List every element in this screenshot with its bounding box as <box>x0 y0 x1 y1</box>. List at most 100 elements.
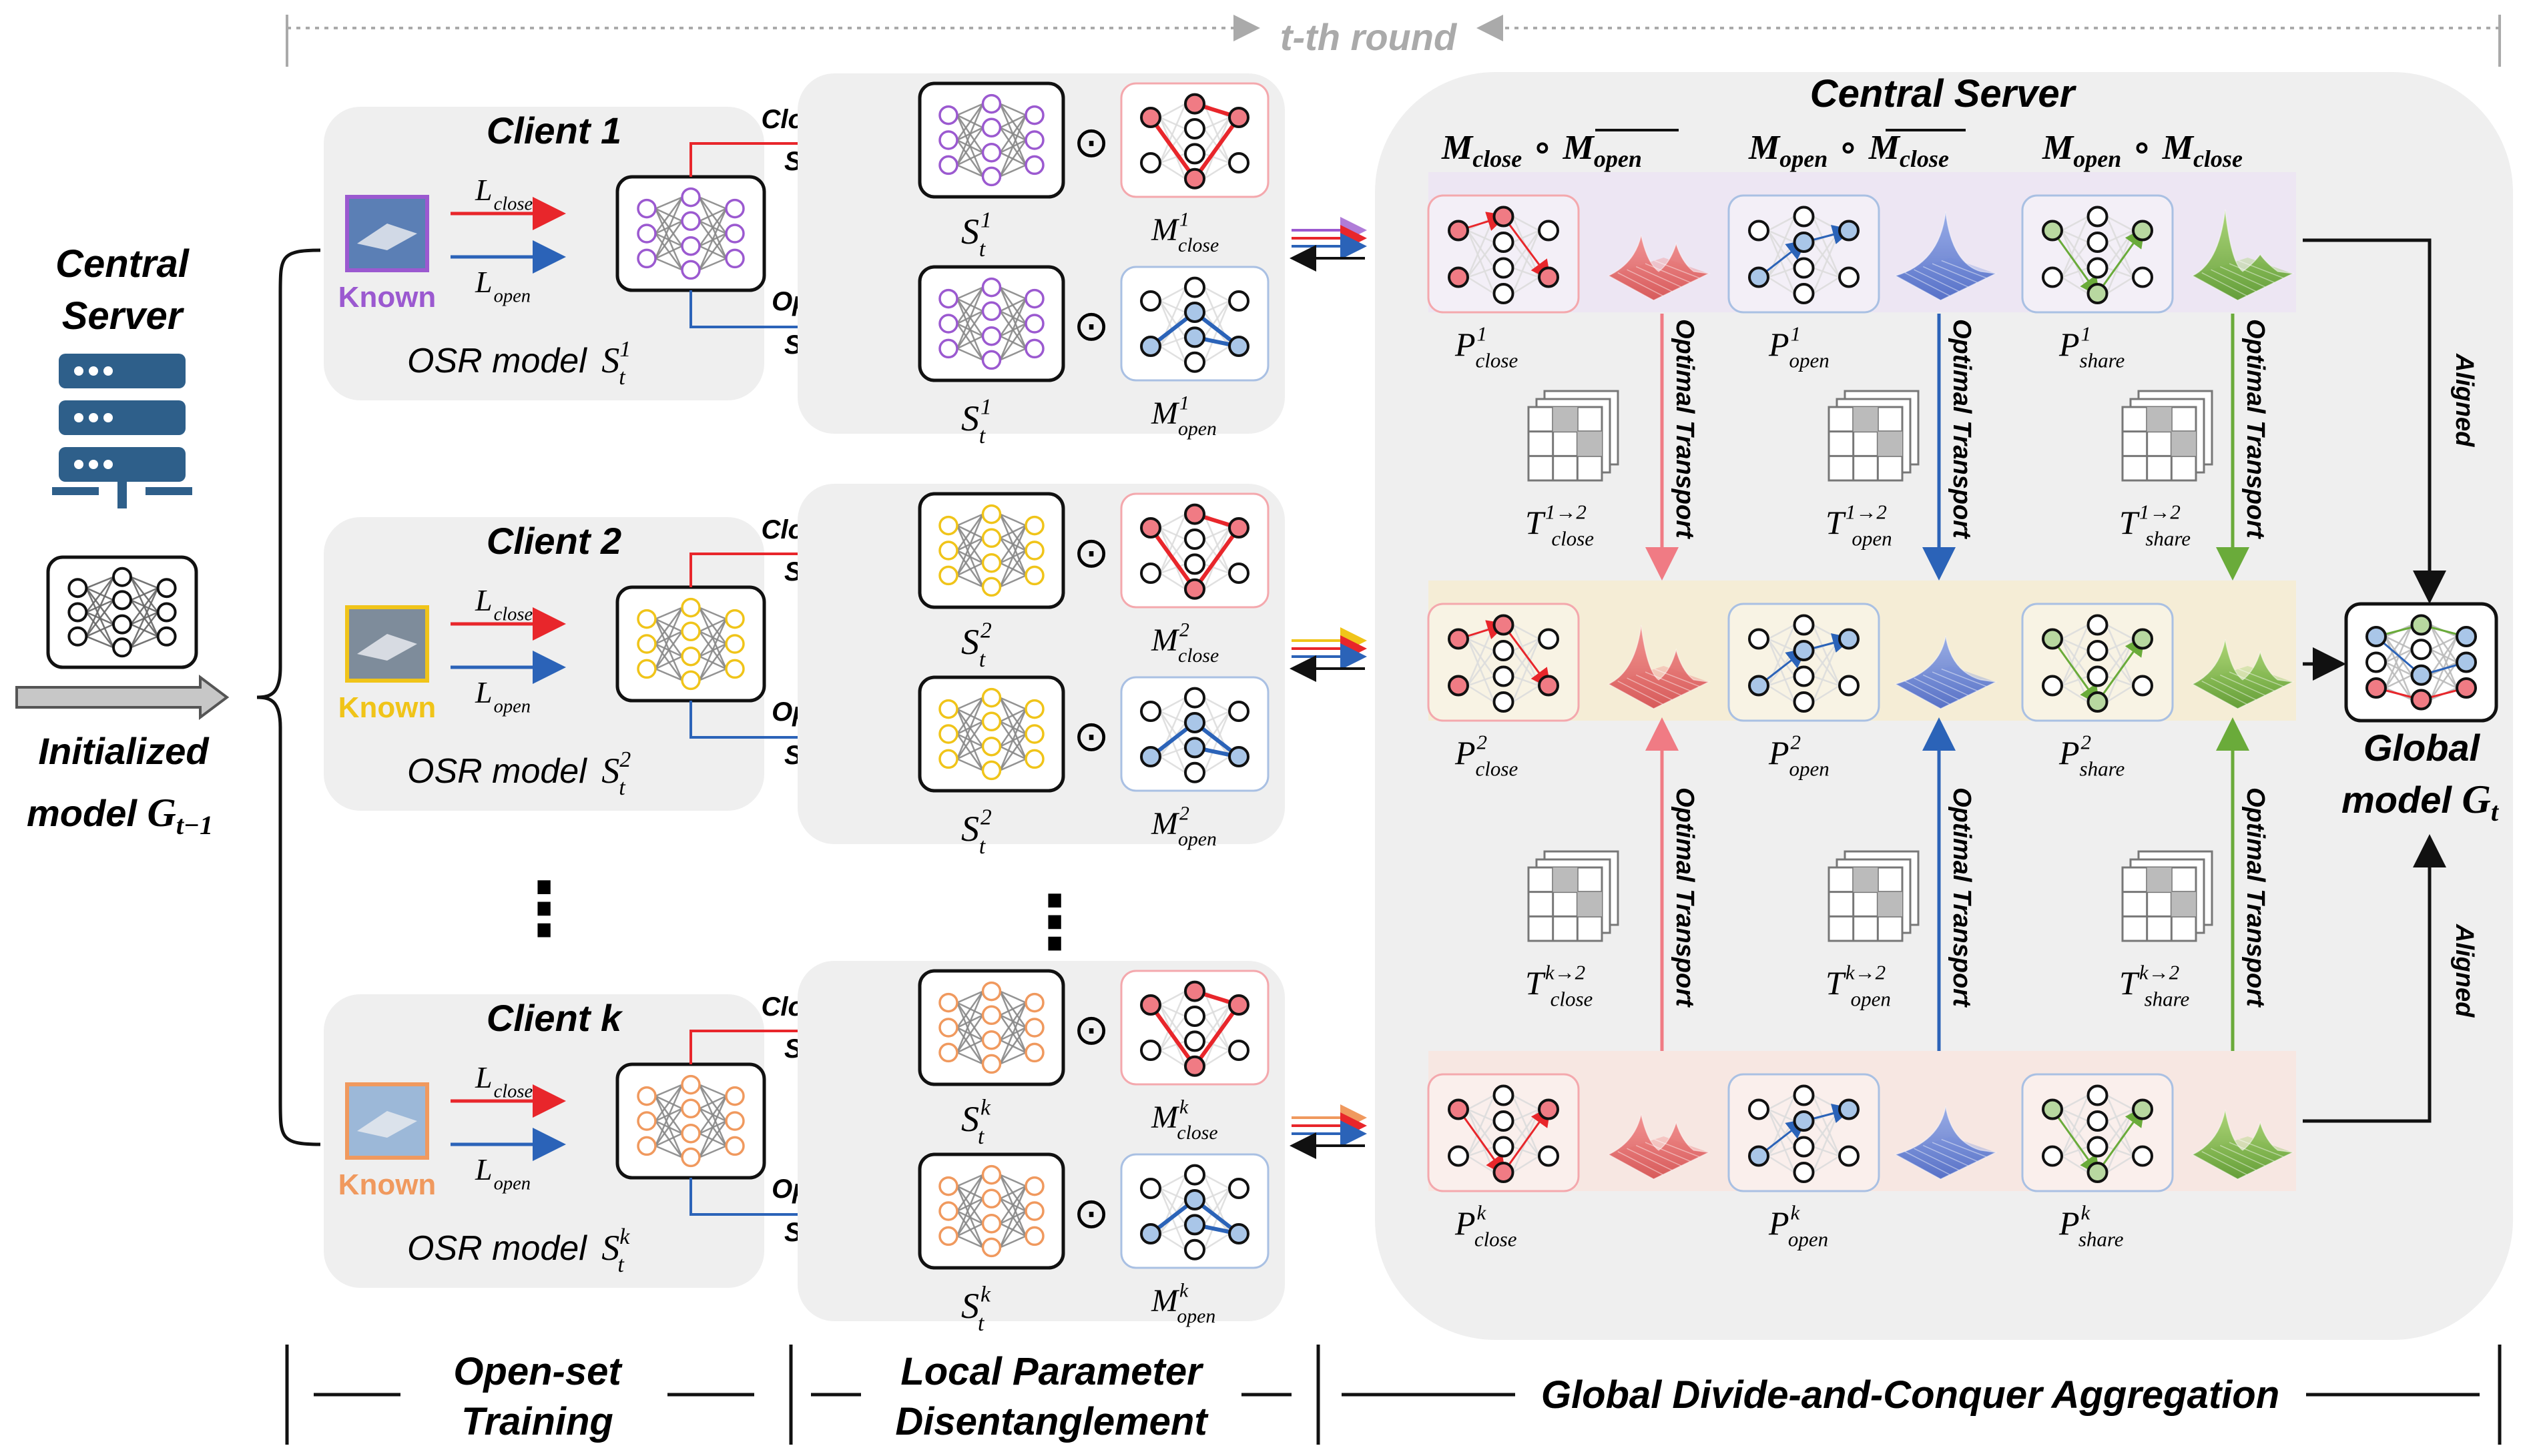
nn-edge <box>1203 103 1231 163</box>
p-open-label-part: 1 <box>1791 322 1801 346</box>
close-distribution <box>1607 1114 1711 1180</box>
nn-node <box>1228 517 1249 538</box>
loss-open-label-part: open <box>494 697 531 717</box>
header-close-part: ∘ <box>1522 128 1563 167</box>
mask-close-label-part: close <box>1178 645 1219 667</box>
nn-edge <box>1512 638 1540 677</box>
surface-body <box>2191 639 2295 709</box>
surface-mesh <box>1922 674 1969 696</box>
nn-node <box>1025 1201 1045 1221</box>
osr-model-label-part: S <box>601 340 619 380</box>
nn-node <box>112 567 132 587</box>
transport-label-part: 1→2 <box>1545 500 1587 524</box>
nn-edge <box>1767 685 1795 703</box>
nn-edge <box>130 611 159 649</box>
nn-node <box>2086 614 2109 636</box>
nn-node <box>637 224 657 244</box>
surface-mesh <box>1941 1138 1987 1158</box>
osr-model-label-part: 2 <box>619 747 631 772</box>
nn-edge <box>1159 300 1187 338</box>
nn-node <box>1140 152 1161 173</box>
ot-label-bottom: Optimal Transport <box>2241 787 2269 1008</box>
matrix-cell <box>1577 431 1602 456</box>
global-label-2-part: t <box>2491 797 2500 827</box>
nn-node <box>1793 691 1815 713</box>
init-label-2: model Gt−1 <box>27 791 213 840</box>
open-distribution <box>1894 1106 1998 1180</box>
surface-mesh <box>2238 1138 2284 1158</box>
nn-node <box>1184 351 1205 373</box>
osr-model-label-part: S <box>601 1228 619 1268</box>
nn-edge <box>956 514 984 576</box>
surface-mesh <box>2211 1148 2257 1171</box>
nn-node <box>938 105 958 125</box>
transport-matrix-icon <box>2121 850 2213 942</box>
nn-node <box>725 609 745 629</box>
p-share-label-part: share <box>2080 757 2125 781</box>
nn-edge <box>1159 527 1187 565</box>
share-param-net <box>2021 1073 2174 1192</box>
nn-node <box>1492 206 1514 228</box>
nn-edge <box>1767 230 1795 269</box>
nn-edge <box>2106 216 2135 278</box>
nn-node <box>981 760 1002 781</box>
nn-edge <box>956 310 984 350</box>
loss-open-label: Lopen <box>475 265 531 307</box>
nn-node <box>725 224 745 244</box>
nn-edge <box>2106 650 2134 687</box>
nn-node <box>681 1074 701 1095</box>
nn-edge <box>1767 1155 1795 1174</box>
nn-node <box>1184 118 1205 139</box>
p-close-label-part: 2 <box>1477 731 1488 754</box>
nn-edge <box>654 196 683 234</box>
nn-node <box>938 992 958 1013</box>
footer: Open-set Training Local Parameter Disent… <box>285 1345 2502 1445</box>
surface-body <box>1894 1106 1998 1180</box>
p-open-label-part: P <box>1768 326 1789 363</box>
client-title: Client k <box>487 997 623 1039</box>
nn-edge <box>1203 755 1230 773</box>
nn-node <box>1025 540 1045 561</box>
nn-node <box>938 724 958 744</box>
nn-edge <box>85 635 114 649</box>
nn-edge <box>1467 242 1495 278</box>
nn-edge <box>1159 1004 1186 1018</box>
nn-highlight-edge <box>2051 230 2100 297</box>
init-model-net <box>46 555 198 669</box>
open-subnet-model-label-part: S <box>961 809 979 849</box>
nn-node <box>2456 677 2477 699</box>
mask-open-label-part: M <box>1151 1283 1180 1319</box>
nn-node <box>1184 761 1205 783</box>
nn-edge <box>1159 103 1186 119</box>
odot-open: ⊙ <box>1073 1189 1109 1237</box>
nn-edge <box>654 1084 683 1122</box>
nn-edge <box>956 1174 984 1212</box>
nn-node <box>156 602 177 623</box>
nn-node <box>1228 1178 1249 1199</box>
nn-edge <box>1467 1146 1494 1157</box>
loss-close-label-part: close <box>494 194 533 215</box>
loss-close-label: Lclose <box>475 1060 533 1102</box>
nn-node <box>1538 220 1559 242</box>
nn-node <box>2086 640 2109 661</box>
nn-edge <box>1767 216 1795 232</box>
nn-edge <box>999 1185 1027 1200</box>
nn-node <box>981 1237 1002 1258</box>
nn-node <box>938 565 958 586</box>
ot-label-top: Optimal Transport <box>2241 319 2269 539</box>
nn-highlight-edge <box>1502 216 1551 281</box>
nn-highlight-edge <box>2096 635 2145 703</box>
nn-highlight-edge <box>1502 624 1551 689</box>
nn-edge <box>999 1185 1027 1224</box>
nn-node <box>1793 283 1815 304</box>
nn-node <box>637 659 657 679</box>
closed-subnet-net <box>918 969 1065 1086</box>
odot-closed: ⊙ <box>1073 118 1109 166</box>
nn-edge <box>999 1002 1027 1064</box>
server-base-left <box>52 487 99 495</box>
nn-edge <box>956 286 984 324</box>
p-close-label-part: P <box>1454 1204 1476 1242</box>
matrix-cell <box>2171 431 2196 456</box>
